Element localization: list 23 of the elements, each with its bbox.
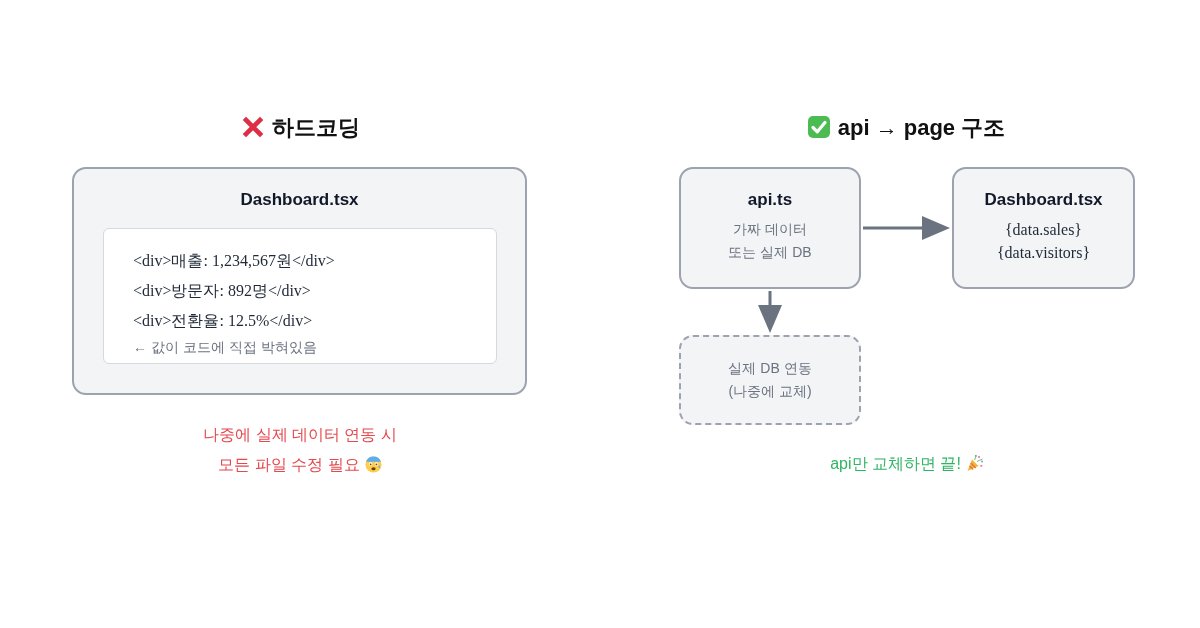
file-name: api.ts — [747, 189, 793, 211]
code-line: <div>방문자: 892명</div> — [133, 281, 311, 301]
file-name: Dashboard.tsx — [240, 189, 359, 211]
code-line: {data.sales} — [1004, 220, 1083, 240]
warning-text: 모든 파일 수정 필요 — [218, 456, 360, 473]
code-line: {data.visitors} — [996, 243, 1091, 263]
file-box — [679, 167, 861, 289]
code-box — [103, 228, 497, 364]
code-line: <div>전환율: 12.5%</div> — [133, 311, 313, 331]
file-panel — [72, 167, 527, 395]
heading: api → page 구조 — [837, 115, 1006, 140]
code-line: <div>매출: 1,234,567원</div> — [133, 251, 335, 271]
file-name: Dashboard.tsx — [984, 189, 1103, 211]
dashed-box — [679, 335, 861, 425]
heading: 하드코딩 — [271, 115, 360, 140]
arrow — [863, 216, 950, 240]
warning-text: 나중에 실제 데이터 연동 시 — [203, 426, 397, 443]
note-text: ← 값이 코드에 직접 박혀있음 — [133, 338, 317, 357]
note-text: api만 교체하면 끝! — [830, 455, 961, 472]
file-box — [952, 167, 1135, 289]
arrow — [758, 291, 782, 333]
description-text: 실제 DB 연동 (나중에 교체) — [727, 359, 813, 401]
description-text: 가짜 데이터 또는 실제 DB — [727, 220, 813, 262]
